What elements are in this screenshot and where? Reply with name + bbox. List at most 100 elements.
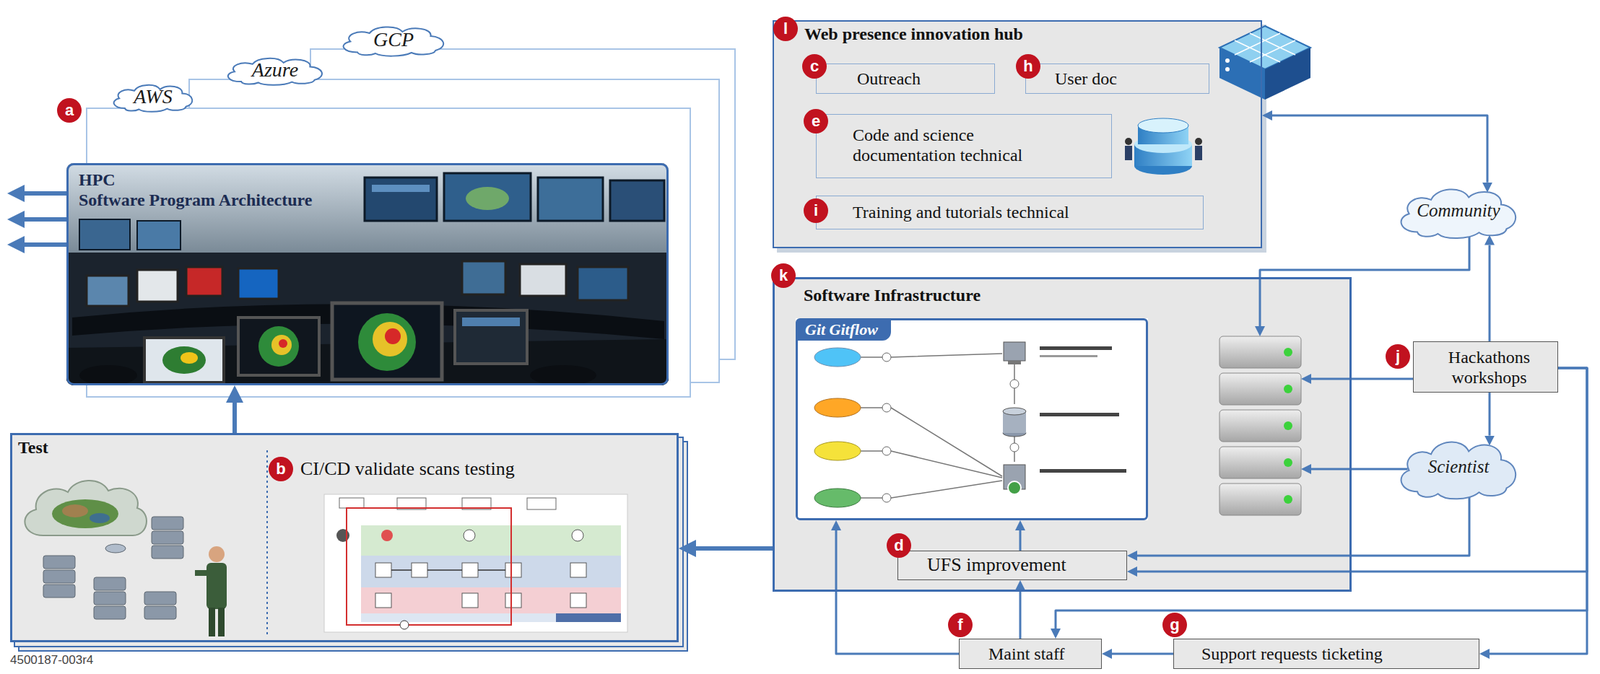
software-panel-fill (772, 277, 1352, 593)
control-room-photo (465, 187, 510, 211)
gitflow-art (882, 353, 891, 362)
documentation-icon (1124, 137, 1133, 146)
flow-connector (1272, 115, 1488, 183)
node-text: Code and science documentation technical (852, 124, 1055, 166)
control-room-photo (384, 328, 401, 345)
flow-connector (1259, 236, 1470, 327)
callout-number: e (803, 109, 829, 134)
process-box: UFS improvement (897, 550, 1128, 581)
gitflow-art (814, 398, 861, 418)
flow-connector (1311, 378, 1413, 381)
node-text: Git Gitflow (797, 320, 891, 341)
flow-connector (1488, 245, 1491, 342)
hub-item-box: Training and tutorials technical (815, 195, 1204, 230)
gitflow-art (882, 446, 891, 456)
cicd-pipeline-art (361, 555, 621, 588)
cicd-pipeline-art (570, 563, 587, 578)
control-room-photo (137, 270, 178, 302)
hub-panel: Web presence innovation hubOutreach User … (772, 20, 1263, 249)
cicd-pipeline-art (361, 587, 621, 614)
callout-number: h (1015, 54, 1041, 79)
hub-item-box: User doc (1025, 63, 1210, 94)
server-stack (1219, 483, 1302, 516)
server-stack (1283, 495, 1293, 504)
test-cloud-servers-art (105, 544, 126, 554)
hub-item-box: Code and science documentation technical (815, 114, 1112, 179)
server-stack (1219, 373, 1302, 406)
cloud-outline (1401, 189, 1517, 239)
cicd-pipeline-art (361, 525, 621, 556)
control-room-photo (358, 313, 416, 372)
server-stack (1219, 336, 1302, 369)
node-text: User doc (1054, 68, 1117, 89)
node-text: Support requests ticketing (1201, 644, 1383, 665)
test-cloud-servers-art (194, 570, 210, 577)
node-text: Web presence innovation hub (804, 23, 1024, 45)
control-room-photo (66, 163, 669, 386)
cicd-pipeline-art (505, 563, 522, 578)
gitflow-art (1039, 355, 1098, 358)
cicd-pipeline-art (463, 529, 476, 542)
test-stack-cards (10, 433, 688, 652)
control-room-photo (186, 267, 223, 297)
gitflow-art (814, 441, 861, 461)
output-arrows (24, 193, 67, 245)
flow-connector (1137, 368, 1588, 572)
gitflow-art (1007, 481, 1021, 495)
software-panel-fill (772, 277, 1352, 593)
cicd-pipeline-art (400, 620, 409, 630)
cicd-pipeline-art (555, 613, 621, 623)
gitflow-art (1039, 469, 1127, 473)
node-text: AWS (133, 85, 172, 108)
hub-server-icon (1219, 25, 1311, 100)
control-room-photo (258, 326, 299, 367)
control-room-photo (238, 317, 320, 376)
hub-server-icon (1234, 33, 1296, 63)
server-stack (1283, 458, 1293, 468)
node-text: Community (1416, 200, 1500, 221)
event-box: Hackathons workshops (1412, 341, 1559, 393)
callout-number: g (1162, 612, 1188, 638)
drawing-number: 4500187-003r4 (10, 653, 94, 668)
control-room-photo (537, 177, 603, 221)
control-room-photo (79, 219, 130, 250)
callout-number: b (268, 457, 294, 482)
cloud-outline (343, 26, 445, 56)
hub-server-icon (1225, 67, 1230, 72)
node-text: Maint staff (988, 644, 1065, 665)
process-box: Maint staff (958, 638, 1102, 670)
gitflow-art (1007, 361, 1021, 365)
callout-number: k (771, 263, 796, 289)
control-room-photo (66, 163, 669, 386)
node-text: CI/CD validate scans testing (300, 458, 515, 481)
test-cloud-servers-art (208, 546, 225, 563)
cicd-pipeline-art (505, 593, 522, 608)
gitflow-panel: Git Gitflow (795, 318, 1149, 521)
callout-number: j (1385, 344, 1411, 369)
node-text: Hackathons workshops (1428, 347, 1551, 388)
server-stack (1219, 336, 1302, 516)
cloud-outline (228, 58, 323, 86)
hub-server-icon (1219, 47, 1265, 100)
flow-connector (696, 546, 773, 551)
control-room-photo (144, 337, 224, 383)
control-room-photo (372, 322, 408, 357)
test-cloud-servers-art (24, 480, 147, 536)
gitflow-art (860, 357, 883, 499)
hub-server-icon (1225, 58, 1230, 63)
flow-connector (1488, 392, 1491, 437)
test-cloud-servers-art (93, 606, 126, 620)
node-text: UFS improvement (927, 554, 1067, 577)
callout-number: a (57, 98, 82, 123)
gitflow-art (1003, 342, 1026, 362)
control-room-photo (371, 184, 430, 193)
flow-connector (1489, 368, 1588, 655)
hub-item-box: Outreach (815, 63, 995, 94)
gitflow-art (882, 493, 891, 503)
documentation-icon (1194, 137, 1203, 146)
node-text: Azure (251, 59, 299, 81)
flow-connector (1019, 590, 1022, 639)
test-cloud-servers-art (144, 606, 177, 620)
cicd-section: CI/CD validate scans testing (268, 437, 675, 639)
cicd-pipeline-art (339, 498, 364, 509)
